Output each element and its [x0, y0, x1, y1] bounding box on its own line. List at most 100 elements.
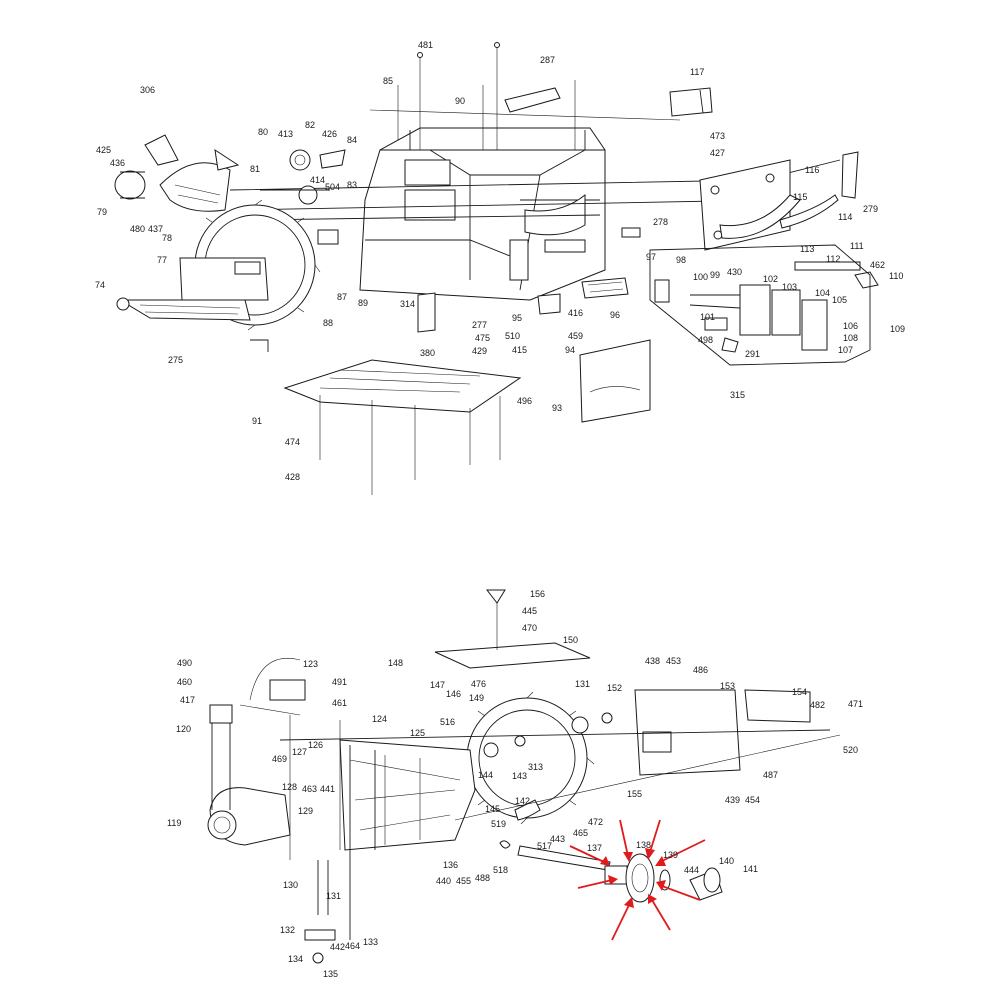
part-150 [434, 642, 591, 669]
part-115 [719, 194, 801, 239]
label-498: 498 [698, 335, 713, 345]
label-88: 88 [323, 318, 333, 328]
label-465: 465 [573, 828, 588, 838]
label-130: 130 [283, 880, 298, 890]
highlight-arrows [569, 819, 706, 941]
part-97 [654, 279, 670, 303]
label-520: 520 [843, 745, 858, 755]
label-141: 141 [743, 864, 758, 874]
label-120: 120 [176, 724, 191, 734]
label-474: 474 [285, 437, 300, 447]
label-476: 476 [471, 679, 486, 689]
label-518: 518 [493, 865, 508, 875]
label-153: 153 [720, 681, 735, 691]
label-131-lower: 131 [326, 891, 341, 901]
label-426: 426 [322, 129, 337, 139]
part-287 [504, 87, 561, 113]
label-105: 105 [832, 295, 847, 305]
part-103 [771, 289, 801, 336]
label-472: 472 [588, 817, 603, 827]
label-443: 443 [550, 834, 565, 844]
label-123: 123 [303, 659, 318, 669]
label-480: 480 [130, 224, 145, 234]
label-460: 460 [177, 677, 192, 687]
label-482: 482 [810, 700, 825, 710]
part-143 [483, 742, 499, 758]
part-117 [669, 87, 713, 117]
label-144: 144 [478, 770, 493, 780]
label-380: 380 [420, 348, 435, 358]
label-82: 82 [305, 120, 315, 130]
part-120 [209, 704, 233, 724]
label-496: 496 [517, 396, 532, 406]
label-126: 126 [308, 740, 323, 750]
part-138 [625, 853, 655, 903]
label-470: 470 [522, 623, 537, 633]
label-87: 87 [337, 292, 347, 302]
label-516: 516 [440, 717, 455, 727]
part-306 [144, 134, 179, 166]
label-133: 133 [363, 937, 378, 947]
label-438: 438 [645, 656, 660, 666]
label-148: 148 [388, 658, 403, 668]
label-463: 463 [302, 784, 317, 794]
label-83: 83 [347, 180, 357, 190]
part-156 [485, 589, 506, 604]
part-82 [289, 149, 311, 171]
label-488: 488 [475, 873, 490, 883]
label-428: 428 [285, 472, 300, 482]
label-462: 462 [870, 260, 885, 270]
label-154: 154 [792, 687, 807, 697]
part-111 [794, 261, 861, 271]
label-115: 115 [793, 192, 807, 202]
label-84: 84 [347, 135, 357, 145]
part-74 [116, 297, 130, 311]
label-119: 119 [167, 818, 181, 828]
part-154 [744, 689, 811, 723]
label-103: 103 [782, 282, 797, 292]
bottom-view-labels: 156 445 470 150 148 147 146 476 149 438 … [167, 589, 863, 979]
label-491: 491 [332, 677, 347, 687]
label-77: 77 [157, 255, 167, 265]
label-437: 437 [148, 224, 163, 234]
part-110 [854, 271, 879, 289]
label-108: 108 [843, 333, 858, 343]
label-427: 427 [710, 148, 725, 158]
label-94: 94 [565, 345, 575, 355]
label-473: 473 [710, 131, 725, 141]
label-96: 96 [610, 310, 620, 320]
label-140: 140 [719, 856, 734, 866]
label-461: 461 [332, 698, 347, 708]
label-481: 481 [418, 40, 433, 50]
label-314: 314 [400, 299, 415, 309]
label-490: 490 [177, 658, 192, 668]
label-127: 127 [292, 747, 307, 757]
label-114: 114 [838, 212, 852, 222]
label-95: 95 [512, 313, 522, 323]
label-136: 136 [443, 860, 458, 870]
label-128: 128 [282, 782, 297, 792]
label-143: 143 [512, 771, 527, 781]
label-156: 156 [530, 589, 545, 599]
label-91: 91 [252, 416, 262, 426]
label-111: 111 [850, 241, 864, 251]
label-442: 442 [330, 942, 345, 952]
part-104 [801, 299, 828, 351]
label-100: 100 [693, 272, 708, 282]
label-275: 275 [168, 355, 183, 365]
label-131: 131 [575, 679, 590, 689]
label-475: 475 [475, 333, 490, 343]
label-453: 453 [666, 656, 681, 666]
label-93: 93 [552, 403, 562, 413]
label-135: 135 [323, 969, 338, 979]
label-486: 486 [693, 665, 708, 675]
label-440: 440 [436, 876, 451, 886]
label-279: 279 [863, 204, 878, 214]
label-413: 413 [278, 129, 293, 139]
label-464: 464 [345, 941, 360, 951]
label-469: 469 [272, 754, 287, 764]
label-79: 79 [97, 207, 107, 217]
part-380 [417, 292, 436, 333]
label-109: 109 [890, 324, 905, 334]
label-137: 137 [587, 843, 602, 853]
